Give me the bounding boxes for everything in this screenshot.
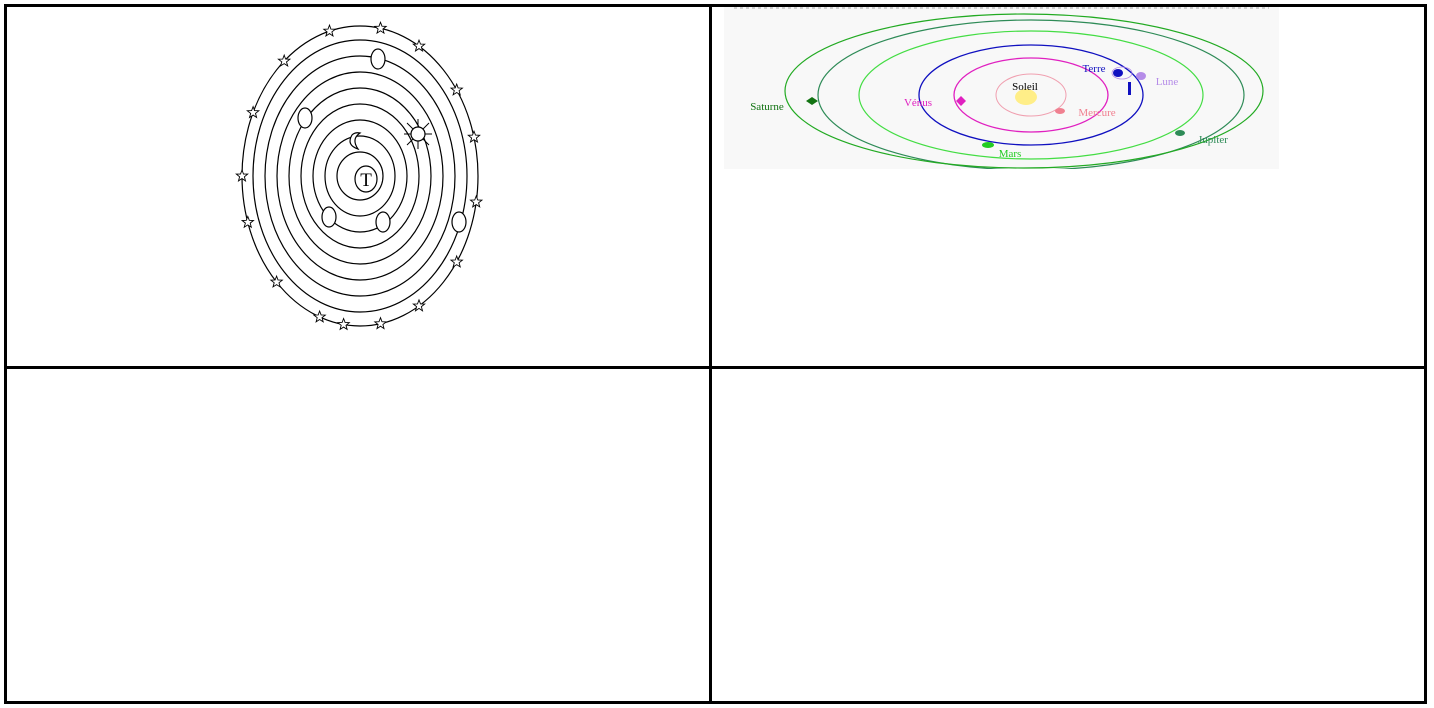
moon-body <box>1136 72 1146 80</box>
star-icon <box>235 168 249 182</box>
star-icon <box>449 82 464 96</box>
orbit-ring-6 <box>276 71 444 281</box>
table-column-divider <box>709 4 712 704</box>
moon-crescent-icon <box>349 132 362 151</box>
sun-body <box>1015 89 1037 105</box>
heliocentric-model-cell: Soleil Terre Lune Vénus Mercure Mars Jup… <box>712 7 1424 366</box>
label-saturn: Saturne <box>750 101 784 113</box>
empty-cell-bottom-left <box>7 369 709 701</box>
mars-body <box>982 142 994 148</box>
jupiter-orbit <box>817 19 1245 169</box>
label-sun: Soleil <box>1012 81 1038 93</box>
star-icon <box>469 194 484 208</box>
planet-circle <box>451 211 467 233</box>
saturn-orbit <box>784 13 1264 169</box>
orbit-ring-5 <box>288 87 432 265</box>
mercury-orbit <box>995 73 1067 117</box>
star-icon <box>312 309 327 323</box>
earth-body <box>1113 69 1123 77</box>
saturn-body <box>806 97 818 105</box>
label-mercury: Mercure <box>1078 107 1115 119</box>
star-icon <box>412 38 426 53</box>
star-icon <box>240 215 255 229</box>
sun-icon <box>404 119 432 149</box>
star-icon <box>373 316 388 330</box>
orbit-ring-4 <box>300 103 420 249</box>
earth-orbit-tick <box>1128 82 1131 95</box>
star-icon <box>467 129 481 144</box>
earth-center-circle <box>354 165 378 193</box>
earth-orbit <box>918 44 1144 146</box>
label-venus: Vénus <box>904 97 932 109</box>
orbit-ring-2 <box>324 135 396 217</box>
label-earth: Terre <box>1082 63 1105 75</box>
geocentric-model-cell: T <box>7 7 709 366</box>
planet-circle <box>375 211 391 233</box>
label-moon: Lune <box>1156 76 1179 88</box>
star-icon <box>246 105 261 119</box>
star-icon <box>373 21 388 35</box>
planet-circle <box>370 48 386 70</box>
star-icon <box>277 53 292 67</box>
label-mars: Mars <box>999 148 1022 160</box>
moon-orbit <box>1111 66 1133 80</box>
jupiter-body <box>1175 130 1185 136</box>
venus-orbit <box>953 57 1109 133</box>
orbit-ring-7 <box>264 55 456 297</box>
mars-orbit <box>858 30 1204 160</box>
geocentric-diagram: T <box>235 21 484 331</box>
star-icon <box>269 274 284 288</box>
star-icon <box>412 298 426 312</box>
mercury-body <box>1055 108 1065 114</box>
heliocentric-diagram: Soleil Terre Lune Vénus Mercure Mars Jup… <box>724 7 1279 169</box>
star-icon <box>449 254 464 268</box>
venus-body <box>956 96 966 106</box>
table-row-divider <box>4 366 1427 369</box>
table-grid <box>4 4 1427 704</box>
star-icon <box>336 317 351 331</box>
star-icon <box>322 23 337 38</box>
label-jupiter: Jupiter <box>1198 134 1228 146</box>
earth-center-label: T <box>360 170 372 191</box>
orbit-ring-3 <box>312 119 408 233</box>
orbit-ring-1 <box>336 151 384 201</box>
empty-cell-bottom-right <box>712 369 1424 701</box>
orbit-ring-8 <box>252 39 468 313</box>
planet-circle <box>321 206 337 228</box>
planet-circle <box>297 107 313 129</box>
